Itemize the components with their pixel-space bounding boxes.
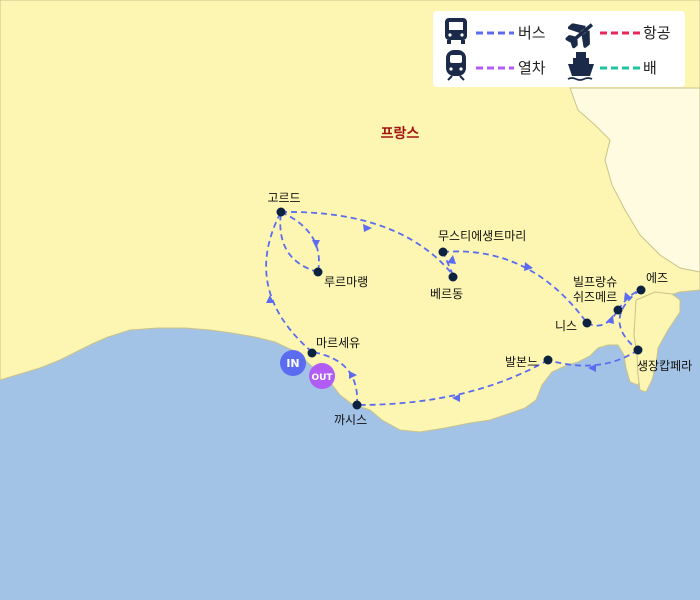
route-arrows	[266, 224, 632, 402]
legend: 버스 항공 열차 배	[433, 11, 685, 87]
label-villefranche-2: 쉬즈메르	[573, 290, 617, 304]
label-eze: 에즈	[646, 271, 668, 285]
out-badge: OUT	[309, 363, 335, 389]
route-capferrat-valbonne	[547, 349, 639, 367]
label-marseille: 마르세유	[316, 336, 360, 350]
label-verdon: 베르동	[430, 287, 463, 301]
label-valbonne: 발본느	[505, 355, 538, 369]
node-roussillon[interactable]	[313, 267, 323, 277]
country-label: 프랑스	[381, 126, 420, 142]
legend-air-label: 항공	[643, 24, 671, 42]
bus-icon	[445, 18, 467, 44]
node-villefranche[interactable]	[613, 305, 623, 315]
train-icon	[446, 50, 466, 81]
arrow-3	[363, 224, 372, 232]
arrow-5	[524, 262, 533, 271]
node-moustiers[interactable]	[438, 247, 448, 257]
arrow-2	[312, 240, 320, 248]
node-cassis[interactable]	[352, 400, 362, 410]
arrow-9	[452, 394, 460, 402]
peninsula	[633, 291, 681, 393]
arrow-6	[606, 315, 614, 324]
in-badge: IN	[280, 350, 306, 376]
in-badge-text: IN	[286, 357, 299, 370]
out-badge-text: OUT	[311, 373, 333, 383]
node-gordes[interactable]	[276, 207, 286, 217]
node-marseille[interactable]	[307, 348, 317, 358]
legend-train-label: 열차	[518, 59, 546, 77]
arrow-8	[588, 364, 596, 372]
airplane-icon	[565, 23, 594, 49]
node-capferrat[interactable]	[633, 345, 643, 355]
legend-bus-label: 버스	[518, 24, 546, 42]
label-moustiers: 무스티에생트마리	[438, 229, 526, 243]
arrow-7	[624, 292, 632, 300]
label-nice: 니스	[555, 319, 577, 333]
label-cassis: 까시스	[334, 413, 367, 427]
region-border	[569, 87, 700, 273]
node-eze[interactable]	[636, 285, 646, 295]
route-eze-capferrat	[618, 289, 641, 351]
label-gordes: 고르드	[267, 191, 300, 205]
route-marseille-gordes	[265, 211, 313, 353]
arrow-4	[447, 255, 456, 264]
label-capferrat: 생장캅페라	[637, 359, 692, 373]
ship-icon	[567, 52, 594, 81]
legend-ship-label: 배	[643, 59, 657, 77]
arrow-10	[349, 371, 357, 379]
node-nice[interactable]	[582, 318, 592, 328]
arrow-1	[266, 295, 274, 303]
route-gordes-verdon	[280, 211, 454, 276]
route-moustiers-nice	[442, 250, 588, 324]
route-gordes-roussillon	[280, 211, 320, 273]
route-valbonne-cassis	[356, 359, 549, 406]
label-roussillon: 루르마랭	[324, 275, 368, 289]
node-verdon[interactable]	[448, 272, 458, 282]
label-villefranche-1: 빌프랑슈	[573, 275, 617, 289]
node-valbonne[interactable]	[543, 355, 553, 365]
route-nodes	[276, 207, 646, 410]
